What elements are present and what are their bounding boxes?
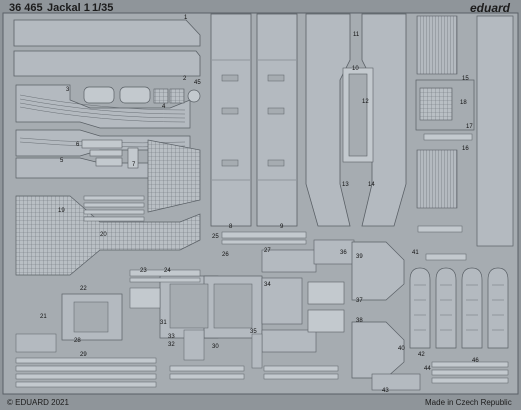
pn-41: 41 — [412, 250, 419, 256]
pn-43: 43 — [382, 388, 389, 394]
pn-39: 39 — [356, 254, 363, 260]
copyright-text: © EDUARD 2021 — [7, 398, 69, 407]
part-25-bar — [221, 231, 307, 245]
pn-42: 42 — [418, 352, 425, 358]
part-number-labels: 1 2 3 4 45 5 6 7 8 9 10 11 12 13 14 15 1… — [40, 15, 479, 394]
pn-44: 44 — [424, 366, 431, 372]
pn-23: 23 — [140, 268, 147, 274]
part-42-ribs — [414, 284, 504, 331]
part-41-strip — [425, 253, 467, 261]
set-number: 36 465 — [9, 2, 43, 14]
part-15-vents — [416, 15, 458, 209]
panel-vert-lines — [212, 59, 296, 181]
pn-46: 46 — [472, 358, 479, 364]
part-44-plate — [371, 373, 421, 391]
origin-text: Made in Czech Republic — [425, 398, 512, 407]
pn-17: 17 — [466, 124, 473, 130]
pn-6: 6 — [76, 142, 80, 148]
pn-14: 14 — [368, 182, 375, 188]
pn-5: 5 — [60, 158, 64, 164]
part-23-24-strip — [129, 269, 201, 309]
pn-38: 38 — [356, 318, 363, 324]
pn-4: 4 — [162, 104, 166, 110]
pn-24: 24 — [164, 268, 171, 274]
part-4-grilles — [153, 88, 185, 104]
panel-slots — [221, 74, 285, 167]
kit-scale: 1/35 — [92, 2, 114, 14]
part-20-strips — [83, 195, 145, 222]
pn-21: 21 — [40, 314, 47, 320]
pn-7: 7 — [132, 162, 136, 168]
pn-28: 28 — [74, 338, 81, 344]
part-11-long-strip — [476, 15, 514, 247]
pn-36: 36 — [340, 250, 347, 256]
part-6-7-small — [81, 139, 139, 169]
part-10-hood — [305, 13, 407, 227]
pn-27: 27 — [264, 248, 271, 254]
kit-name: Jackal 1 — [47, 2, 90, 14]
pn-13: 13 — [342, 182, 349, 188]
part-28-blocks — [15, 329, 263, 369]
part-8-panel — [210, 13, 298, 227]
part-16-plate — [415, 79, 475, 131]
pn-12: 12 — [362, 99, 369, 105]
pn-19: 19 — [58, 208, 65, 214]
pn-37: 37 — [356, 298, 363, 304]
pn-11: 11 — [353, 32, 360, 38]
part-18-strip — [417, 225, 463, 233]
pn-30: 30 — [212, 344, 219, 350]
part-17-strip — [423, 133, 473, 141]
part-27-blocks — [261, 239, 355, 353]
part-36-brackets — [351, 241, 405, 379]
part-1-plate — [13, 19, 201, 77]
pn-15: 15 — [462, 76, 469, 82]
pn-20: 20 — [100, 232, 107, 238]
pn-31: 31 — [160, 320, 167, 326]
pn-45: 45 — [194, 80, 201, 86]
pn-35: 35 — [250, 329, 257, 335]
pn-3: 3 — [66, 87, 70, 93]
pn-2: 2 — [183, 76, 187, 82]
pn-25: 25 — [212, 234, 219, 240]
brand-logo: eduard — [470, 1, 511, 15]
pn-9: 9 — [280, 224, 284, 230]
pn-33: 33 — [168, 334, 175, 340]
pn-34: 34 — [264, 282, 271, 288]
part-42-arches — [409, 267, 509, 349]
bottom-strips — [15, 357, 509, 388]
part-10-frame — [342, 67, 374, 163]
part-3-seats — [83, 86, 151, 104]
part-16-mesh — [419, 87, 453, 121]
pn-10: 10 — [352, 66, 359, 72]
part-45-disc — [187, 89, 201, 103]
pn-22: 22 — [80, 286, 87, 292]
pn-32: 32 — [168, 342, 175, 348]
pn-26: 26 — [222, 252, 229, 258]
part-37-brackets — [307, 281, 345, 333]
pn-8: 8 — [229, 224, 233, 230]
part-22-cutouts — [73, 283, 253, 333]
pn-18: 18 — [460, 100, 467, 106]
pn-16: 16 — [462, 146, 469, 152]
pn-1: 1 — [184, 15, 188, 21]
pn-29: 29 — [80, 352, 87, 358]
pn-40: 40 — [398, 346, 405, 352]
